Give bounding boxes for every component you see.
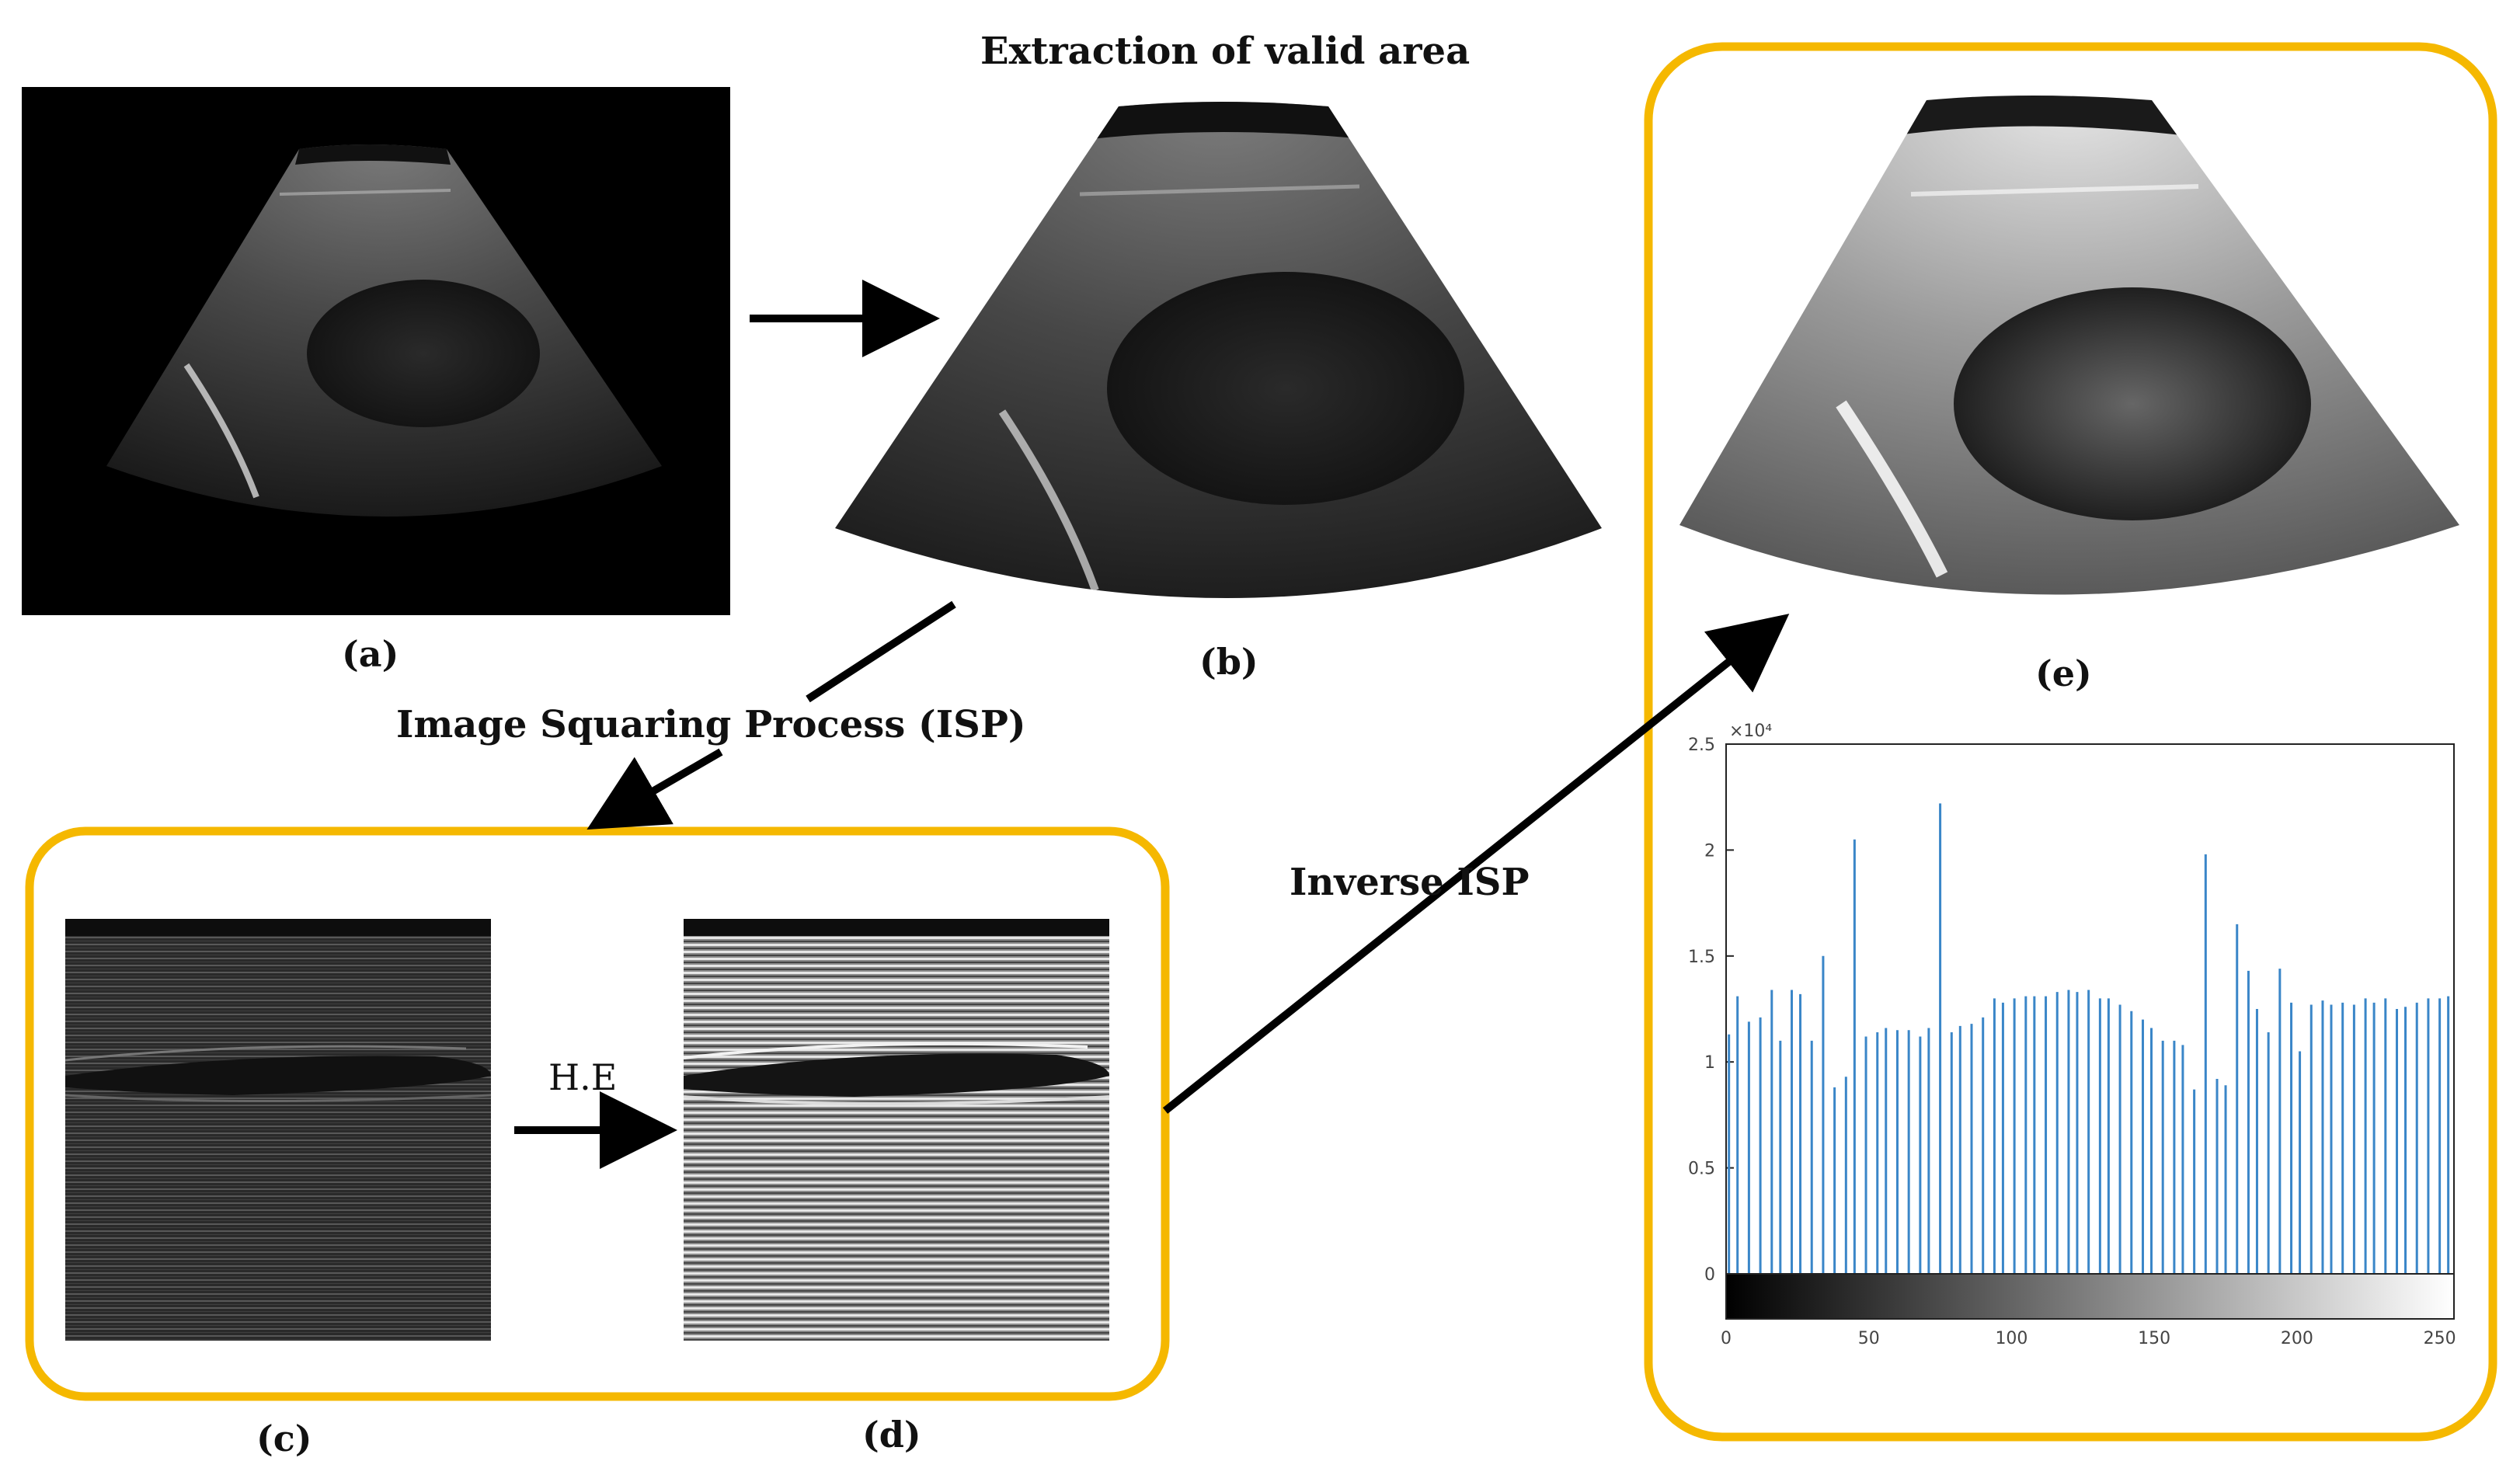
histogram-plot-area	[1725, 743, 2455, 1275]
label-inverse-isp: Inverse ISP	[1290, 861, 1530, 904]
histogram-y-ticks: 0 0.5 1 1.5 2 2.5	[1688, 736, 1734, 1285]
ultrasound-image-a	[22, 87, 730, 615]
label-isp: Image Squaring Process (ISP)	[396, 703, 1026, 746]
arrow-isp-to-c	[586, 748, 723, 830]
ultrasound-image-b	[835, 102, 1602, 598]
y-multiplier-label: ×10⁴	[1729, 722, 1772, 741]
x-tick-label: 150	[2138, 1329, 2170, 1348]
histogram-x-ticks: 0 50 100 150 200 250	[1721, 1329, 2456, 1348]
highlight-box-e	[1644, 42, 2497, 1442]
highlight-box-cd	[25, 826, 1170, 1401]
squared-image-c	[64, 919, 492, 1341]
x-tick-label: 50	[1858, 1329, 1880, 1348]
label-e: (e)	[2035, 652, 2092, 694]
label-b: (b)	[1199, 641, 1258, 683]
y-tick-label: 0.5	[1688, 1160, 1715, 1179]
arrow-b-to-isp	[806, 600, 956, 703]
label-extraction: Extraction of valid area	[980, 30, 1471, 73]
label-he: H.E	[548, 1056, 618, 1098]
y-tick-label: 0	[1704, 1265, 1715, 1285]
label-a: (a)	[342, 633, 399, 675]
grayscale-colorbar	[1725, 1273, 2455, 1320]
x-tick-label: 0	[1721, 1329, 1732, 1348]
label-c: (c)	[256, 1418, 312, 1459]
ultrasound-image-e	[1679, 96, 2459, 595]
histogram-chart: 0 0.5 1 1.5 2 2.5 0 50 100 150 200 250 ×10⁴	[1688, 722, 2456, 1348]
x-tick-label: 200	[2281, 1329, 2313, 1348]
squared-image-d	[683, 919, 1110, 1341]
x-tick-label: 100	[1995, 1329, 2027, 1348]
y-tick-label: 2.5	[1688, 736, 1715, 755]
y-tick-label: 2	[1704, 841, 1715, 861]
histogram-bars	[1728, 803, 2450, 1274]
x-tick-label: 250	[2424, 1329, 2456, 1348]
y-tick-label: 1	[1704, 1053, 1715, 1073]
y-tick-label: 1.5	[1688, 948, 1715, 967]
arrow-d-to-e	[1162, 614, 1790, 1114]
label-d: (d)	[862, 1414, 921, 1456]
